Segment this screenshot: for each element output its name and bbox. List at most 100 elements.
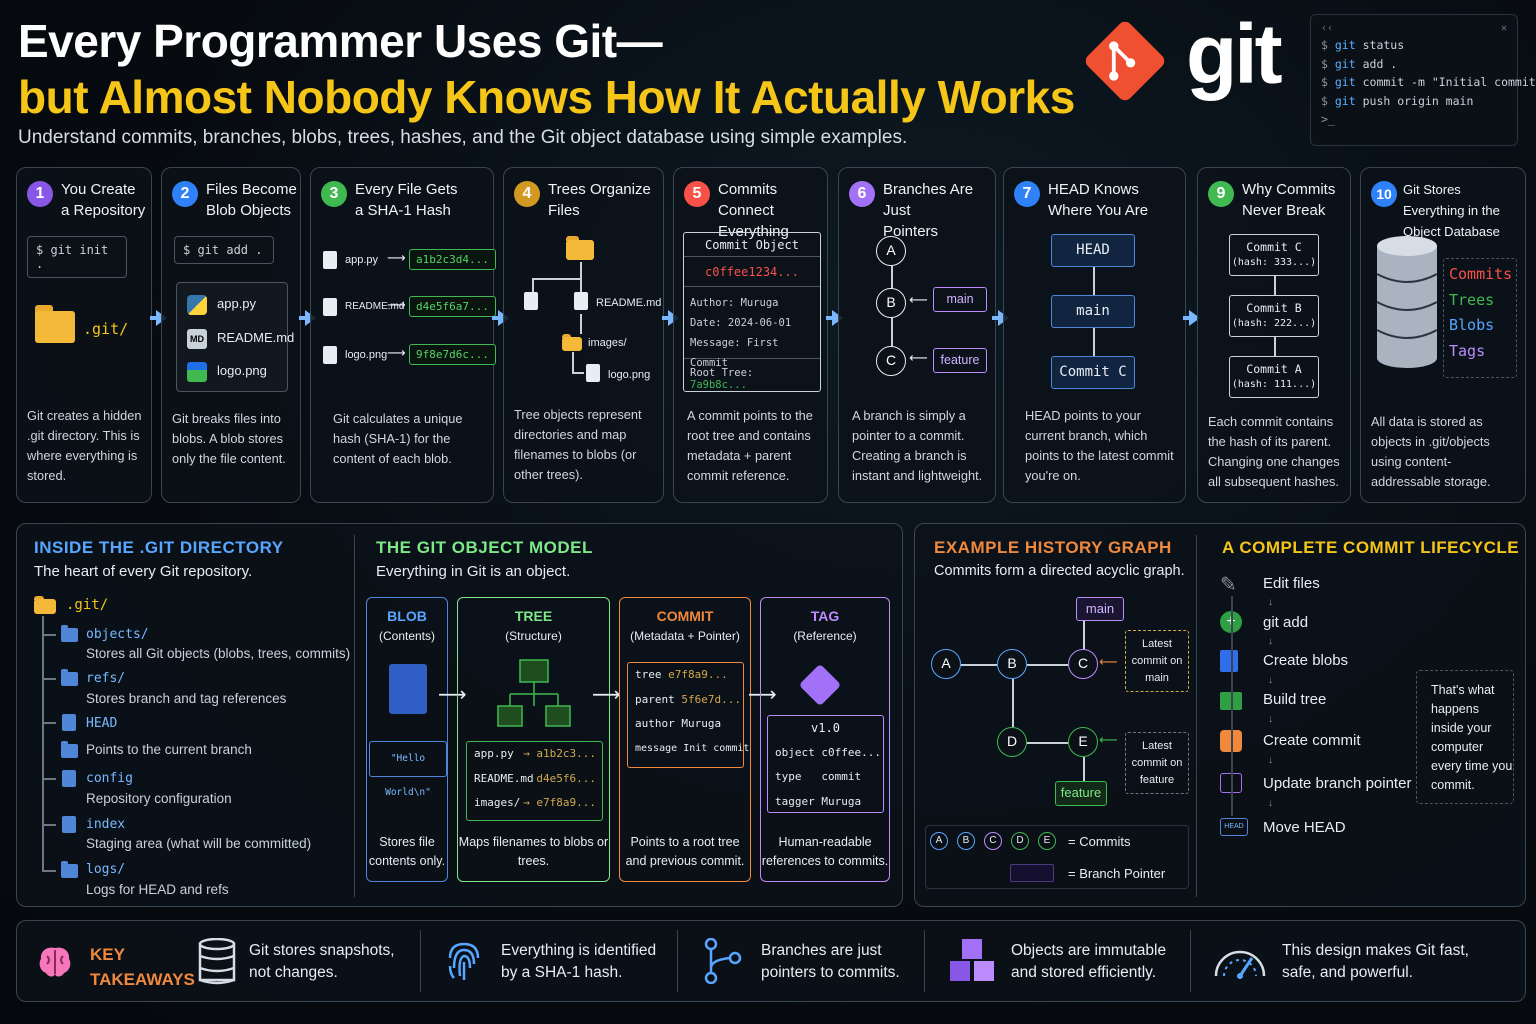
graph-legend: A B C D E = Commits = Branch Pointer (925, 825, 1189, 889)
step-card-3: 3 Every File Gets a SHA-1 Hash app.py ⟶ … (310, 167, 496, 503)
database-icon (1376, 236, 1438, 368)
takeaway-text: Objects are immutable and stored efficie… (1011, 942, 1167, 981)
step-title: Why Commits Never Break (1242, 181, 1336, 219)
commit-hash: c0ffee1234... (684, 257, 820, 287)
step-title: HEAD Knows Where You Are (1048, 181, 1149, 219)
lifecycle-step: git add (1263, 614, 1309, 631)
database-icon (198, 938, 236, 985)
commit-date: Date: 2024-06-01 (690, 317, 792, 329)
branch-pointer-feature: feature (1055, 781, 1107, 806)
step-card-1: 1 You Create a Repository $ git init . .… (16, 167, 152, 503)
section-subheading: The heart of every Git repository. (34, 563, 253, 580)
step-title: Git Stores Everything in the Object Data… (1403, 182, 1500, 239)
markdown-file-icon: MD (187, 329, 207, 349)
lifecycle-step: Edit files (1263, 575, 1320, 592)
terminal-close-icon: ✕ (1500, 23, 1507, 34)
file-name: README.md (217, 330, 295, 345)
step-title: You Create a Repository (61, 181, 146, 219)
tag-icon (798, 663, 842, 707)
step-description: Tree objects represent directories and m… (514, 407, 642, 482)
commit-box: Commit A(hash: 111...) (1229, 356, 1319, 398)
blob-file-icon (1220, 650, 1238, 672)
legend-node: E (1038, 832, 1056, 850)
file-icon (62, 770, 76, 787)
step-description: Git creates a hidden .git directory. Thi… (27, 408, 142, 483)
git-wordmark: git (1186, 7, 1283, 101)
object-type: Trees (1449, 291, 1495, 309)
object-type: Blobs (1449, 316, 1495, 334)
hash-value: a1b2c3d4... (409, 249, 496, 270)
folder-icon (61, 625, 78, 642)
commit-object-box: Commit Object c0ffee1234... Author: Muru… (683, 232, 821, 392)
commit-node: C (1068, 649, 1098, 679)
lifecycle-step: Create commit (1263, 732, 1361, 749)
dir-entry-desc: Staging area (what will be committed) (86, 836, 312, 851)
commit-box: Commit B(hash: 222...) (1229, 295, 1319, 337)
step-description: All data is stored as objects in .git/ob… (1371, 414, 1491, 489)
step-card-10: 10 Git Stores Everything in the Object D… (1360, 167, 1526, 503)
folder-icon (562, 334, 582, 351)
step-number: 1 (27, 181, 53, 207)
takeaway-text: Branches are just pointers to commits. (761, 942, 900, 981)
dir-entry: logs/ (86, 862, 126, 877)
step-number: 6 (849, 181, 875, 207)
file-icon (586, 364, 600, 382)
legend-node: B (957, 832, 975, 850)
file-icon (62, 714, 76, 731)
branch-pointer-main: main (933, 287, 987, 312)
step-title: Files Become Blob Objects (206, 181, 297, 219)
speedometer-icon (1214, 950, 1266, 979)
step-card-9: 9 Why Commits Never Break Commit C(hash:… (1197, 167, 1351, 503)
legend-branch-swatch (1010, 864, 1054, 882)
step-title: Every File Gets a SHA-1 Hash (355, 181, 458, 219)
step-number: 9 (1208, 181, 1234, 207)
down-arrow-icon: ↓ (1268, 675, 1273, 686)
key-takeaways-bar (16, 920, 1526, 1002)
dir-entry-desc: Repository configuration (86, 791, 232, 806)
step-card-7: 7 HEAD Knows Where You Are HEAD main Com… (1003, 167, 1186, 503)
down-arrow-icon: ↓ (1268, 714, 1273, 725)
lifecycle-step: Build tree (1263, 691, 1327, 708)
arrow-left-icon: ⟵ (909, 350, 928, 365)
down-arrow-icon: ↓ (1268, 755, 1273, 766)
blob-object-card: BLOB (Contents) "Hello World\n" Stores f… (366, 597, 448, 882)
commit-box: Commit C (1051, 356, 1135, 389)
subtitle: Understand commits, branches, blobs, tre… (18, 127, 908, 148)
hash-value: 9f8e7d6c... (409, 344, 496, 365)
file-name: logo.png (217, 363, 267, 378)
tag-object-card: TAG (Reference) v1.0 object c0ffee... ty… (760, 597, 890, 882)
file-list: app.py MD README.md logo.png (176, 282, 294, 392)
terminal-collapse-icon: ‹‹ (1321, 23, 1334, 34)
section-heading: INSIDE THE .GIT DIRECTORY (34, 538, 284, 557)
step-card-4: 4 Trees Organize Files README.md images/… (503, 167, 664, 503)
step-number: 7 (1014, 181, 1040, 207)
legend-branch-label: = Branch Pointer (1068, 866, 1166, 881)
brain-icon (39, 947, 71, 977)
takeaway-text: Git stores snapshots, not changes. (249, 942, 395, 981)
folder-label: .git/ (83, 320, 129, 338)
dir-entry-desc: Points to the current branch (86, 742, 252, 757)
folder-name: images/ (588, 337, 627, 349)
branch-pointer-feature: feature (933, 348, 987, 373)
terminal-line: $ git status (1321, 38, 1405, 52)
file-icon (323, 298, 337, 316)
git-internals-panel (16, 523, 903, 907)
step-title: Trees Organize Files (548, 181, 651, 219)
arrow-right-icon: ⟶ (748, 684, 777, 706)
fingerprint-icon (448, 942, 480, 980)
dir-entry-desc: Logs for HEAD and refs (86, 882, 229, 897)
cubes-icon (950, 939, 994, 981)
pencil-icon: ✎ (1220, 574, 1237, 596)
file-name: logo.png (345, 349, 388, 361)
step-card-6: 6 Branches Are Just Pointers A B C ⟵ mai… (838, 167, 996, 503)
step-description: Each commit contains the hash of its par… (1208, 414, 1340, 489)
step-number: 2 (172, 181, 198, 207)
lifecycle-step: Update branch pointer (1263, 775, 1412, 792)
dir-entry: HEAD (86, 716, 118, 731)
dir-entry-desc: Stores all Git objects (blobs, trees, co… (86, 646, 351, 661)
command-box: $ git init . (27, 236, 127, 278)
file-icon (323, 251, 337, 269)
dir-entry: objects/ (86, 627, 149, 642)
tree-entries: app.py → a1b2c3... README.md d4e5f6... i… (466, 741, 603, 821)
commit-message: Message: First Commit (690, 337, 779, 369)
